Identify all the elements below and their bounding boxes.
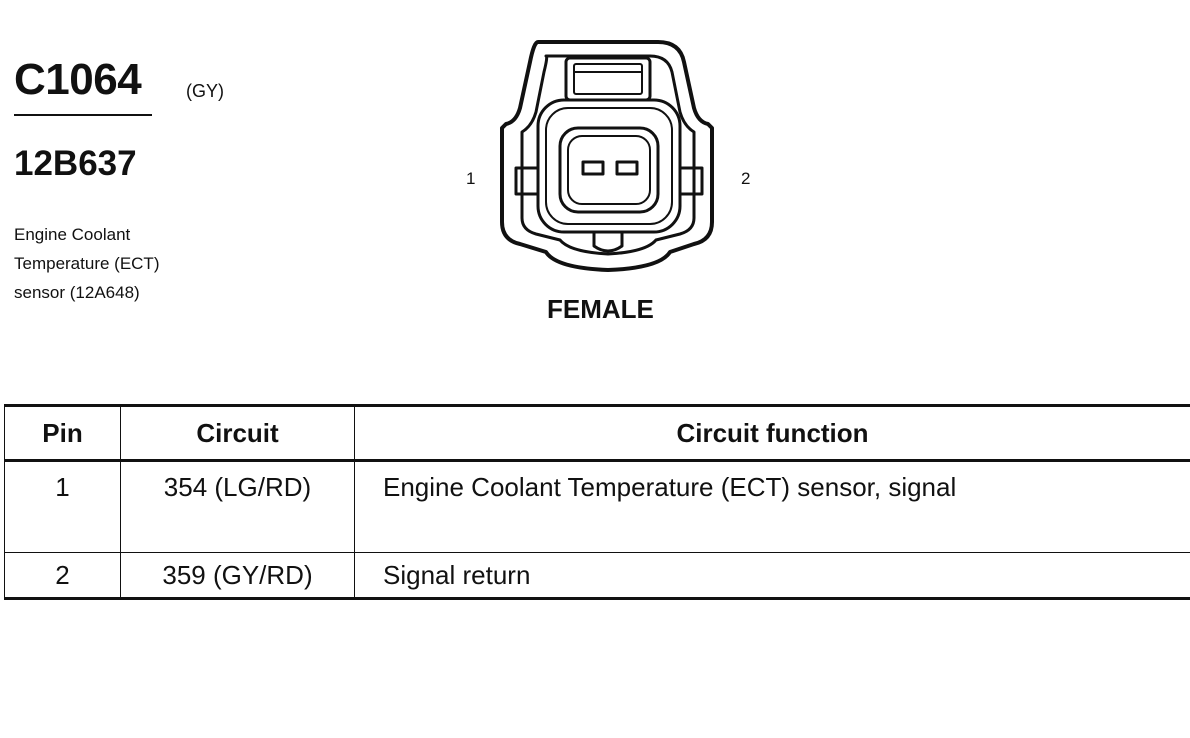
table-row: 1 354 (LG/RD) Engine Coolant Temperature… (4, 460, 1190, 553)
connector-gender-label: FEMALE (547, 294, 654, 324)
header-circuit-function: Circuit function (354, 404, 1190, 462)
connector-inner-outline (520, 54, 696, 256)
pin-2-slot (615, 160, 639, 176)
pin-1-slot (581, 160, 605, 176)
latch-inner (573, 63, 643, 95)
title-underline (14, 114, 152, 116)
pinout-table: Pin Circuit Circuit function 1 354 (LG/R… (4, 404, 1190, 600)
cell-circuit: 359 (GY/RD) (120, 552, 355, 600)
table-header-row: Pin Circuit Circuit function (4, 404, 1190, 462)
cell-circuit-function: Signal return (354, 552, 1190, 600)
terminal-cavity-inner (567, 135, 651, 205)
header-circuit: Circuit (120, 404, 355, 462)
description-line: Temperature (ECT) (14, 254, 160, 273)
cell-pin: 2 (4, 552, 121, 600)
table-row: 2 359 (GY/RD) Signal return (4, 552, 1190, 600)
connector-id: C1064 (14, 55, 142, 104)
part-number: 12B637 (14, 144, 137, 183)
cell-circuit-function: Engine Coolant Temperature (ECT) sensor,… (354, 460, 1190, 553)
terminal-cavity (558, 126, 660, 214)
connector-face-diagram (500, 40, 714, 272)
header-pin: Pin (4, 404, 121, 462)
right-side-tab (680, 166, 704, 196)
description-line: Engine Coolant (14, 225, 131, 244)
pin-1-label: 1 (466, 169, 476, 188)
pin-2-label: 2 (741, 169, 751, 188)
connector-color: (GY) (186, 81, 224, 101)
connector-body-inner (545, 107, 673, 225)
left-side-tab (514, 166, 538, 196)
bottom-key (592, 232, 624, 253)
cell-pin: 1 (4, 460, 121, 553)
connector-housing-outline (500, 40, 714, 272)
connector-body (536, 98, 682, 234)
description-line: sensor (12A648) (14, 283, 140, 302)
cell-circuit: 354 (LG/RD) (120, 460, 355, 553)
